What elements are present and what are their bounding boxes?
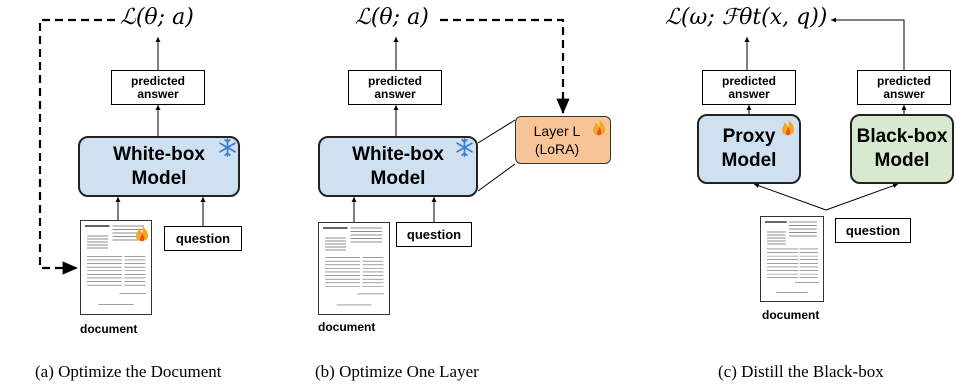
lora-layer: Layer L (LoRA) xyxy=(515,116,611,164)
lora-layer-label: Layer L (LoRA) xyxy=(533,123,581,157)
proxy-model: Proxy Model xyxy=(697,114,801,184)
white-box-model-b: White-box Model xyxy=(318,136,478,197)
feedback-dashed-arrow-a xyxy=(38,18,115,275)
snowflake-icon xyxy=(219,138,236,157)
document-label-a: document xyxy=(80,322,138,336)
zoom-line-bottom xyxy=(477,163,516,192)
predicted-answer-b: predicted answer xyxy=(348,70,442,105)
white-box-model-a: White-box Model xyxy=(78,136,240,197)
white-box-model-a-label: White-box Model xyxy=(113,143,205,189)
loss-c-text: ℒ(ω; ℱθt(x, q)) xyxy=(665,5,828,30)
question-a: question xyxy=(164,226,242,251)
white-box-model-b-label: White-box Model xyxy=(352,143,444,189)
caption-a: (a) Optimize the Document xyxy=(35,362,222,381)
predicted-answer-a: predicted answer xyxy=(111,70,205,105)
arrow-right-answer-to-loss xyxy=(831,17,905,70)
flame-icon xyxy=(592,119,606,136)
document-lines xyxy=(85,225,147,305)
flame-icon xyxy=(781,119,795,136)
document-thumbnail xyxy=(318,222,390,315)
predicted-answer-left: predicted answer xyxy=(702,70,796,105)
flame-icon xyxy=(135,225,149,242)
document-label-b: document xyxy=(318,320,376,334)
document-lines xyxy=(765,221,819,293)
caption-c: (c) Distill the Black-box xyxy=(718,362,884,381)
blackbox-model: Black-box Model xyxy=(850,114,954,184)
question-c: question xyxy=(835,218,911,243)
snowflake-icon xyxy=(456,138,473,157)
arrow-input-to-proxy xyxy=(753,183,827,211)
feedback-dashed-arrow-b xyxy=(440,18,570,114)
loss-a: ℒ(θ; a) xyxy=(120,5,194,30)
loss-c: ℒ(ω; ℱθt(x, q)) xyxy=(665,5,827,30)
document-thumbnail xyxy=(760,216,824,302)
document-label-c: document xyxy=(762,308,820,322)
predicted-answer-right: predicted answer xyxy=(857,70,951,105)
zoom-line-top xyxy=(477,119,516,144)
document-lines xyxy=(323,227,385,306)
blackbox-model-label: Black-box Model xyxy=(856,126,948,171)
arrow-input-to-blackbox xyxy=(825,183,899,211)
proxy-model-label: Proxy Model xyxy=(721,126,777,171)
caption-b: (b) Optimize One Layer xyxy=(315,362,479,381)
question-b: question xyxy=(396,222,472,247)
loss-b: ℒ(θ; a) xyxy=(355,5,429,30)
